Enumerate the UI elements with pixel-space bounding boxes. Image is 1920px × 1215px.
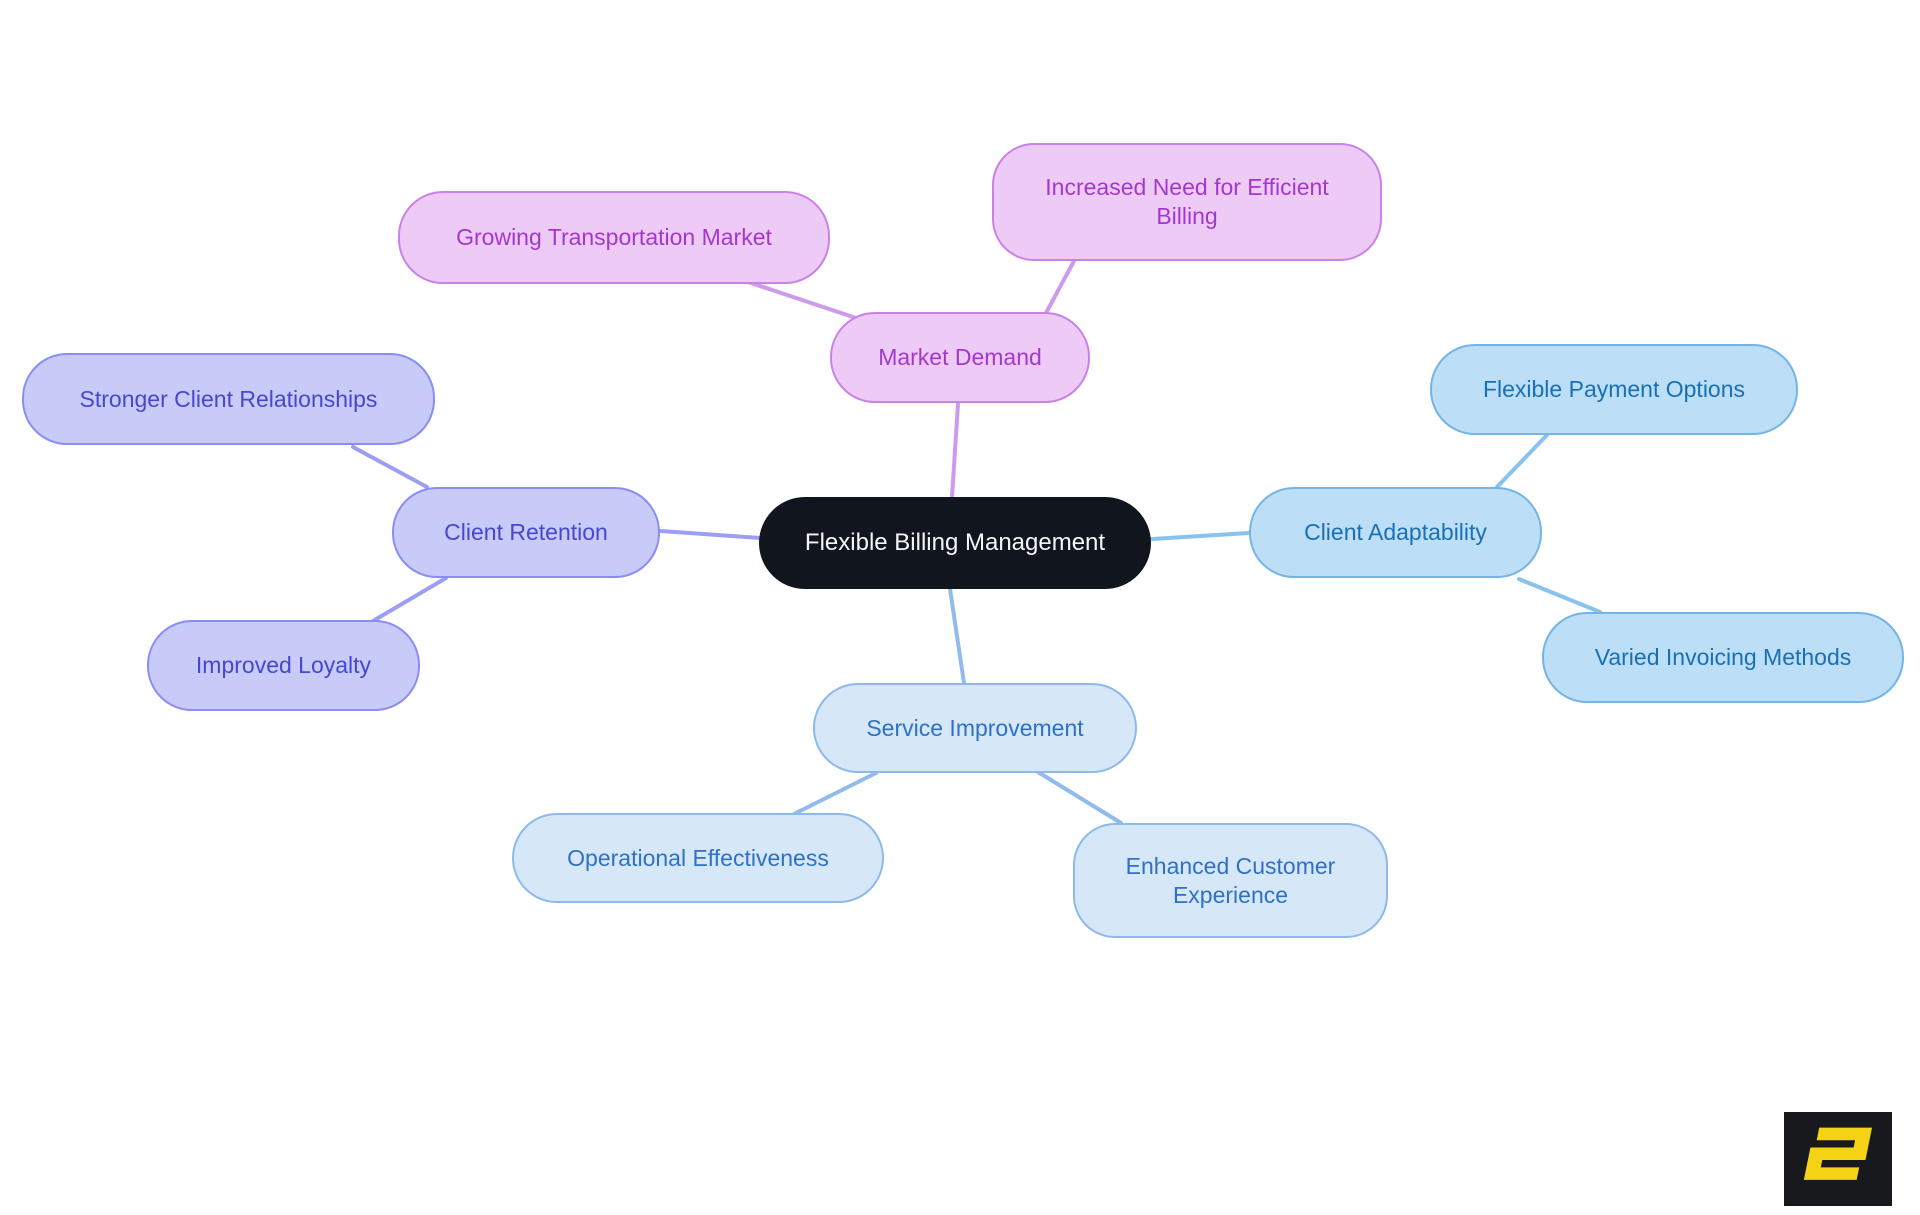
node-market-demand[interactable]: Market Demand — [830, 312, 1090, 403]
edge-stronger-relationships-to-client-retention — [351, 445, 429, 489]
edge-increased-need-to-market-demand — [1044, 259, 1076, 315]
node-label: Stronger Client Relationships — [79, 385, 378, 412]
node-label: Varied Invoicing Methods — [1594, 644, 1852, 671]
node-label: Flexible Payment Options — [1482, 376, 1746, 403]
node-label: Market Demand — [878, 344, 1042, 371]
node-service-improvement[interactable]: Service Improvement — [813, 683, 1137, 773]
edge-market-demand-to-center — [950, 402, 960, 499]
node-label: Service Improvement — [866, 714, 1084, 741]
node-varied-invoicing-methods[interactable]: Varied Invoicing Methods — [1542, 612, 1904, 703]
node-flexible-payment-options[interactable]: Flexible Payment Options — [1430, 344, 1798, 435]
node-label: Flexible Billing Management — [804, 529, 1106, 556]
node-label: Improved Loyalty — [195, 652, 372, 679]
edge-flexible-payment-to-client-adaptability — [1495, 433, 1549, 489]
edge-growing-market-to-market-demand — [743, 279, 861, 321]
edge-service-improvement-to-operational — [792, 771, 878, 816]
edge-client-adaptability-to-varied-invoicing — [1517, 577, 1602, 614]
node-label: Client Retention — [444, 519, 608, 546]
node-client-adaptability[interactable]: Client Adaptability — [1249, 487, 1542, 578]
edge-client-retention-to-center — [659, 529, 762, 540]
node-flexible-billing-management[interactable]: Flexible Billing Management — [759, 497, 1151, 589]
s-logo-icon — [1784, 1112, 1892, 1206]
node-enhanced-customer-experience[interactable]: Enhanced Customer Experience — [1073, 823, 1388, 938]
edge-center-to-service-improvement — [948, 587, 966, 685]
node-label: Enhanced Customer Experience — [1125, 852, 1336, 908]
node-label: Operational Effectiveness — [567, 844, 829, 871]
node-label: Client Adaptability — [1304, 519, 1487, 546]
node-improved-loyalty[interactable]: Improved Loyalty — [147, 620, 420, 711]
brand-logo — [1784, 1112, 1892, 1206]
node-stronger-client-relationships[interactable]: Stronger Client Relationships — [22, 353, 435, 445]
node-operational-effectiveness[interactable]: Operational Effectiveness — [512, 813, 884, 903]
node-label: Growing Transportation Market — [456, 224, 772, 251]
node-growing-transportation-market[interactable]: Growing Transportation Market — [398, 191, 830, 284]
node-client-retention[interactable]: Client Retention — [392, 487, 660, 578]
node-increased-need-for-efficient-billing[interactable]: Increased Need for Efficient Billing — [992, 143, 1382, 261]
edge-center-to-client-adaptability — [1150, 531, 1251, 541]
edge-improved-loyalty-to-client-retention — [371, 576, 448, 623]
node-label: Increased Need for Efficient Billing — [1045, 174, 1329, 229]
edge-service-improvement-to-enhanced — [1036, 770, 1123, 825]
